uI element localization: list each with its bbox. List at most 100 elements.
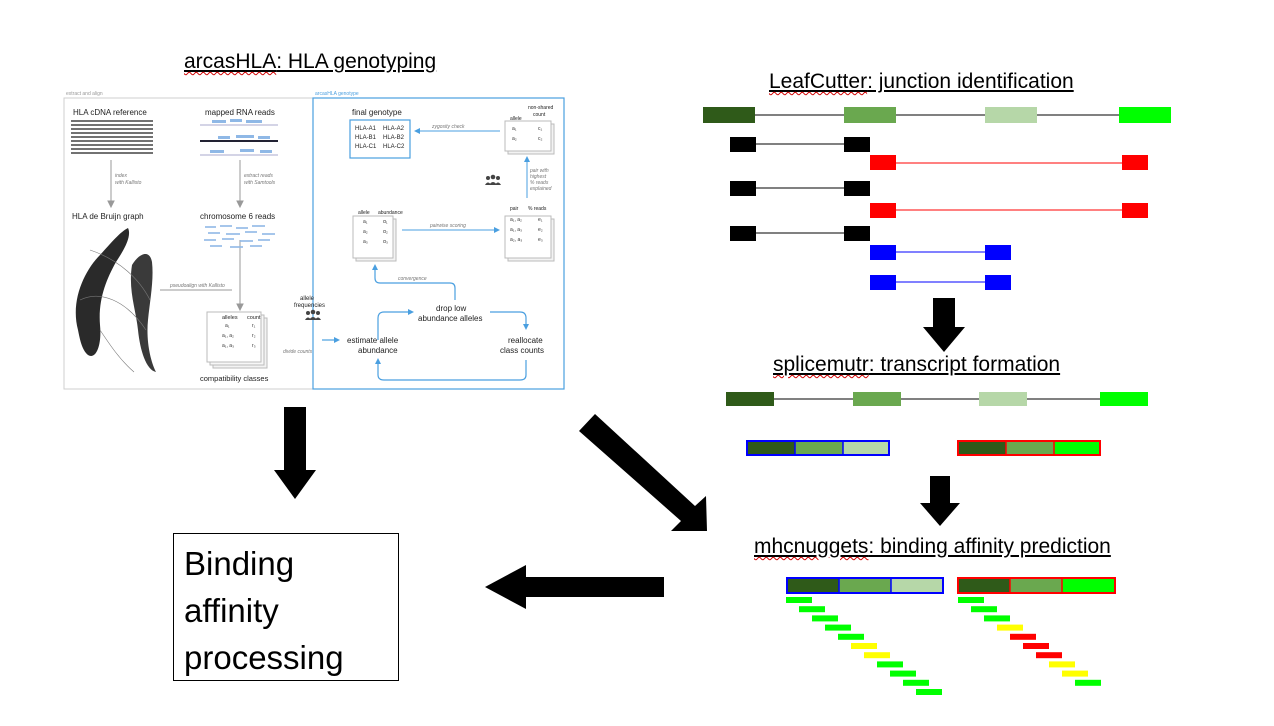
arcashla-figure: extract and align arcasHLA genotype HLA …: [63, 91, 565, 390]
arrow-leafcutter-down: [923, 298, 965, 352]
count-header: count: [247, 315, 261, 321]
extract-label-1: extract reads: [244, 173, 273, 179]
pseudoalign-label: pseudoalign with Kallisto: [169, 283, 225, 289]
svg-text:a₁, a₃: a₁, a₃: [510, 227, 522, 233]
sm-exon-3: [979, 392, 1027, 406]
chr6-label: chromosome 6 reads: [200, 212, 275, 221]
index-label-1: index: [115, 173, 127, 179]
peptide-bar-green: [958, 597, 984, 603]
junction-red-1: [870, 155, 1148, 170]
leafcutter-title-name: LeafCutter: [769, 70, 868, 93]
genotype-a1: HLA-A1: [355, 126, 377, 132]
convergence-arrowheads: [334, 264, 529, 364]
svg-text:α₃: α₃: [383, 239, 388, 245]
binding-affinity-box: Binding affinity processing: [173, 533, 399, 681]
peptide-bar-yellow: [1062, 670, 1088, 677]
svg-text:e₃: e₃: [538, 237, 543, 243]
alleles-header: alleles: [222, 315, 238, 321]
mhcnuggets-title-desc: : binding affinity prediction: [868, 535, 1111, 558]
peptide-bar-red: [1036, 652, 1062, 659]
peptide-bar-yellow: [864, 652, 890, 659]
peptide-bar-green: [1075, 679, 1101, 686]
peptide-bar-green: [984, 615, 1010, 622]
reallocate-1: reallocate: [508, 336, 543, 345]
junction-blue-1: [870, 245, 1011, 260]
exon-2: [844, 107, 896, 123]
mhc-transcript-blue: [786, 577, 944, 594]
debruijn-graph-icon: [75, 228, 156, 373]
mhcnuggets-diagram: [786, 577, 1116, 695]
leafcutter-title-desc: : junction identification: [867, 70, 1074, 93]
peptide-bar-green: [838, 633, 864, 640]
genotype-c1: HLA-C1: [355, 144, 377, 150]
estimate-2: abundance: [358, 346, 398, 355]
pair-highest-3: % reads: [530, 180, 549, 186]
sm-exon-1: [726, 392, 774, 406]
svg-text:a₂, a₃: a₂, a₃: [510, 237, 522, 243]
svg-text:α₁: α₁: [383, 219, 388, 225]
svg-text:α₂: α₂: [383, 229, 388, 235]
transcript-red: [957, 440, 1101, 456]
extract-label-2: with Samtools: [244, 180, 276, 186]
mapped-reads-graphic: [200, 119, 278, 156]
arcashla-title-name: arcasHLA: [184, 50, 277, 73]
allele-freq-2: frequencies: [294, 303, 325, 309]
mhcnuggets-title-name: mhcnuggets: [754, 535, 869, 558]
junction-black-3: [730, 226, 870, 241]
svg-text:c₁: c₁: [538, 126, 543, 132]
leafcutter-diagram: [703, 107, 1171, 290]
arcashla-title-desc: : HLA genotyping: [276, 50, 437, 73]
exon-4: [1119, 107, 1171, 123]
people-icon-2: [305, 309, 321, 320]
peptide-bar-green: [786, 597, 812, 603]
arcashla-title: arcasHLA: HLA genotyping: [184, 51, 436, 72]
splicemutr-diagram: [726, 392, 1148, 456]
junction-black-1: [730, 137, 870, 152]
mapped-rna-label: mapped RNA reads: [205, 108, 275, 117]
nonshared-header-2: count: [533, 112, 546, 118]
splicemutr-title-desc: : transcript formation: [868, 353, 1061, 376]
binding-line-3: processing: [184, 639, 344, 676]
pairwise-label: pairwise scoring: [429, 223, 466, 229]
genotype-c2: HLA-C2: [383, 144, 405, 150]
exon-1: [703, 107, 755, 123]
peptide-bar-green: [825, 624, 851, 631]
drop-low-1: drop low: [436, 304, 466, 313]
genotype-b2: HLA-B2: [383, 135, 405, 141]
reallocate-2: class counts: [500, 346, 544, 355]
arrow-splicemutr-down: [920, 476, 960, 526]
arrow-arcas-down: [274, 407, 316, 499]
pair-highest-4: explained: [530, 186, 552, 192]
svg-text:c₂: c₂: [538, 136, 543, 142]
peptide-bar-green: [916, 689, 942, 695]
binding-line-1: Binding: [184, 545, 295, 582]
allele-header: allele: [510, 116, 522, 122]
peptide-bar-green: [877, 661, 903, 668]
allele-col: allele: [358, 210, 370, 216]
peptide-bar-red: [1010, 633, 1036, 640]
mhc-transcript-red: [957, 577, 1116, 594]
abundance-col: abundance: [378, 210, 403, 216]
svg-text:a₁: a₁: [363, 219, 368, 225]
svg-text:a₃: a₃: [363, 239, 368, 245]
genotype-box: [349, 119, 411, 159]
svg-text:a₁, a₂: a₁, a₂: [222, 333, 234, 339]
final-genotype-label: final genotype: [352, 108, 402, 117]
divide-counts-label: divide counts: [283, 349, 313, 355]
peptide-bar-red: [1023, 643, 1049, 649]
genotype-a2: HLA-A2: [383, 126, 405, 132]
exon-3: [985, 107, 1037, 123]
zygosity-label: zygosity check: [431, 124, 465, 130]
arcas-left-arrows: [107, 160, 244, 312]
drop-low-2: abundance alleles: [418, 314, 483, 323]
peptide-bar-yellow: [851, 643, 877, 649]
pct-reads-col: % reads: [528, 206, 547, 212]
splicemutr-title-name: splicemutr: [773, 353, 869, 376]
transcript-blue: [746, 440, 890, 456]
peptide-bar-green: [799, 606, 825, 613]
leafcutter-title: LeafCutter: junction identification: [769, 71, 1074, 92]
